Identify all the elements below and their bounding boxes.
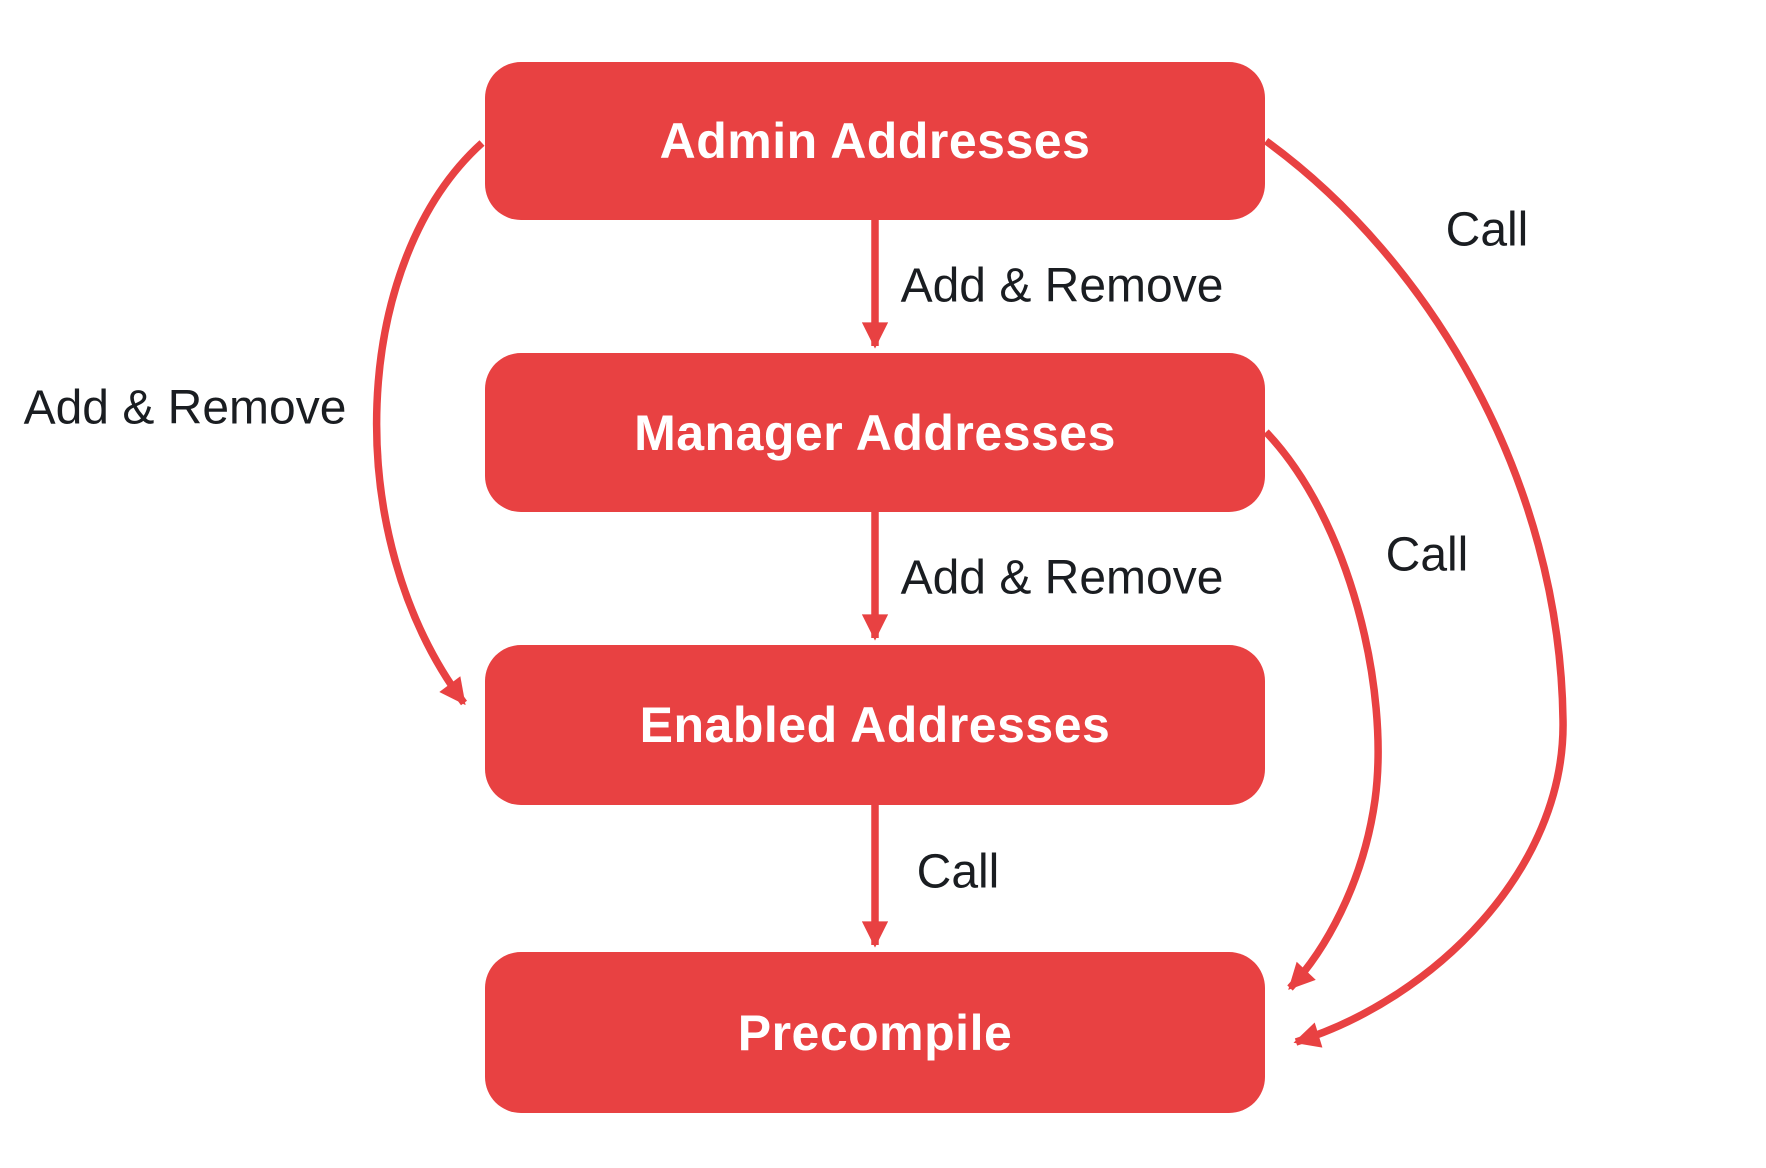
node-enabled-addresses: Enabled Addresses xyxy=(485,645,1265,805)
arrow-manager-to-precompile xyxy=(1263,429,1382,991)
node-admin-addresses: Admin Addresses xyxy=(485,62,1265,220)
edge-label-admin-to-enabled: Add & Remove xyxy=(23,380,347,436)
node-enabled-addresses-label: Enabled Addresses xyxy=(639,697,1111,753)
arrow-admin-to-precompile xyxy=(1263,137,1567,1048)
edge-label-admin-to-manager: Add & Remove xyxy=(900,258,1224,314)
edge-label-manager-to-enabled: Add & Remove xyxy=(900,550,1224,606)
node-manager-addresses-label: Manager Addresses xyxy=(634,404,1116,461)
node-precompile: Precompile xyxy=(485,952,1265,1113)
node-admin-addresses-label: Admin Addresses xyxy=(659,113,1091,169)
edge-label-manager-to-precompile: Call xyxy=(1385,527,1469,583)
arrow-admin-to-enabled xyxy=(372,140,485,706)
edge-label-enabled-to-precompile: Call xyxy=(916,844,1000,900)
edge-label-admin-to-precompile: Call xyxy=(1445,202,1529,258)
node-precompile-label: Precompile xyxy=(737,1004,1013,1061)
node-manager-addresses: Manager Addresses xyxy=(485,353,1265,512)
